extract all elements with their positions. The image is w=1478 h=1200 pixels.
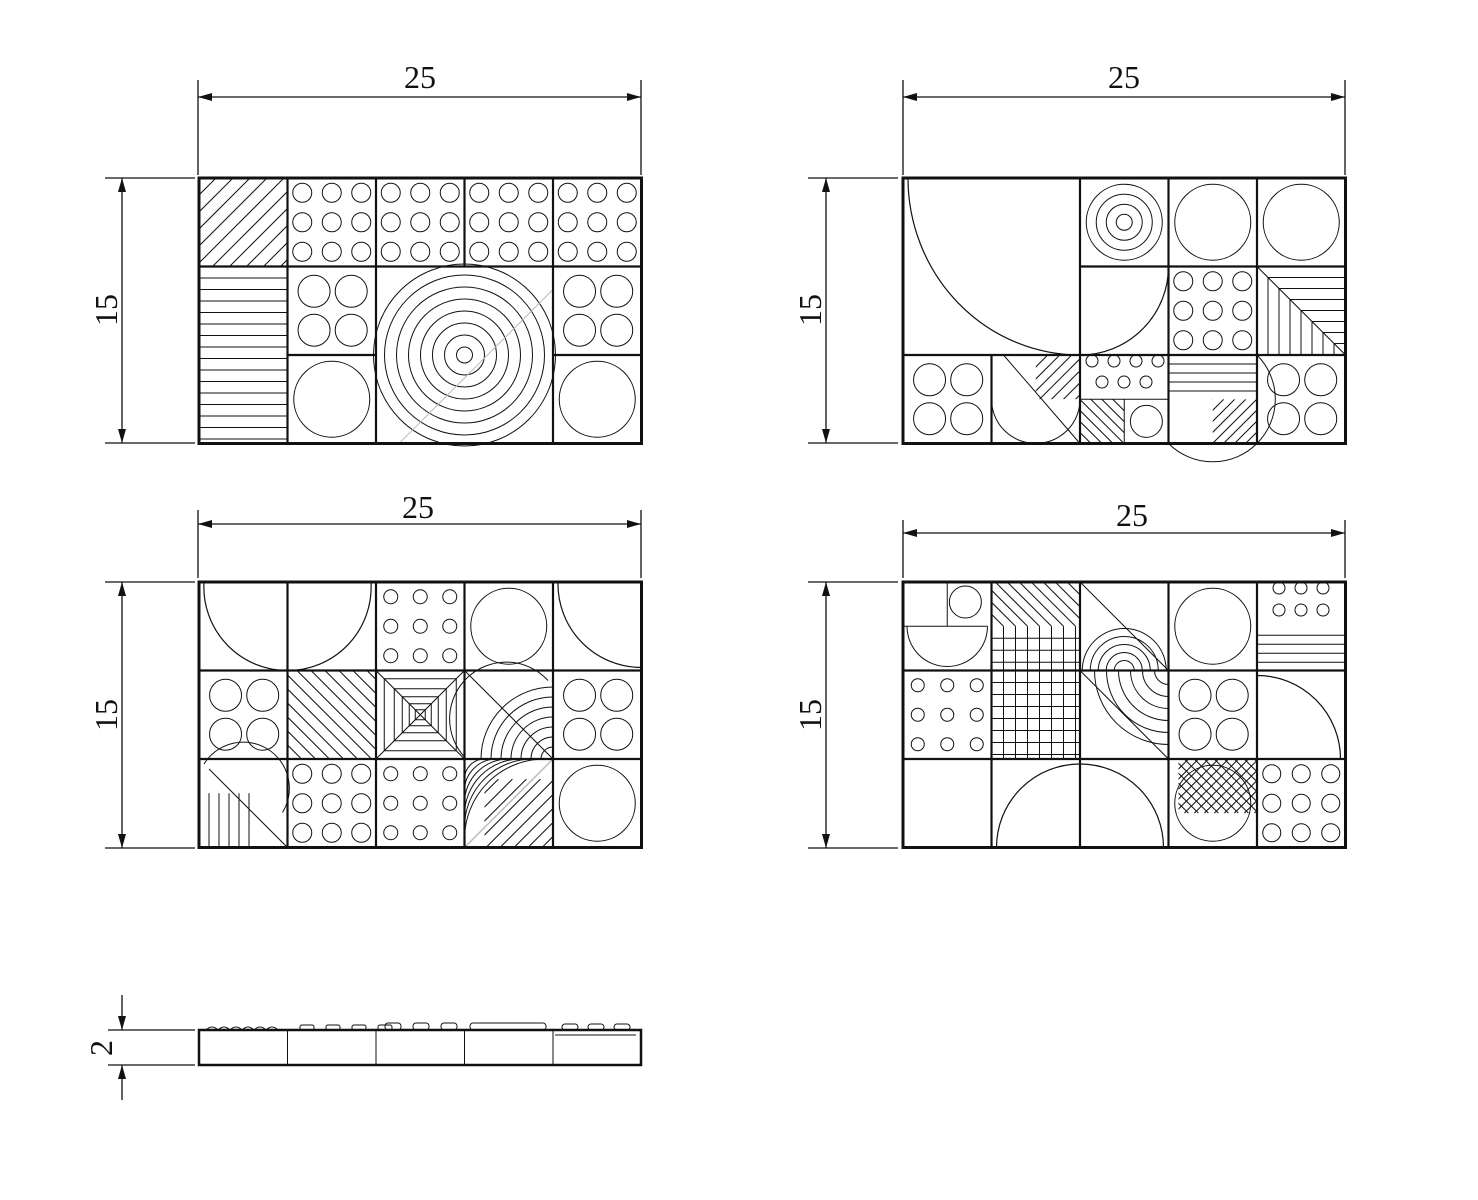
crosshatch	[1178, 759, 1257, 814]
horizontal-hatch	[1257, 634, 1346, 663]
height-label: 15	[792, 699, 828, 731]
panel-outline	[901, 580, 1347, 849]
dot-grid	[557, 182, 637, 262]
quad-circles	[209, 678, 634, 751]
tile-panel-top-right	[901, 176, 1347, 463]
horizontal-hatch	[991, 637, 1080, 663]
height-label: 15	[88, 294, 124, 326]
relief-bumps	[205, 1022, 631, 1031]
hatch	[484, 779, 553, 848]
hatch	[376, 266, 553, 444]
vertical-hatch	[1003, 626, 1076, 671]
horizontal-hatch	[991, 682, 1080, 755]
dimension-height-top-right	[808, 177, 898, 444]
dimension-thickness-side-view	[108, 995, 195, 1100]
dot-grid	[383, 766, 458, 841]
dot-grid	[910, 678, 984, 752]
tile-panel-bottom-left	[197, 580, 643, 849]
concentric-rings	[1085, 183, 1163, 261]
dot-grid	[292, 763, 372, 843]
hatch	[199, 178, 288, 267]
hatch	[1035, 355, 1080, 400]
dimension-width-top-left	[197, 80, 642, 175]
width-label: 25	[404, 59, 436, 95]
small-dot-tile	[1272, 581, 1330, 617]
pyramid-tile	[375, 670, 465, 760]
hatch	[1178, 759, 1257, 814]
hatch	[287, 670, 376, 759]
dot-grid	[292, 182, 372, 262]
dot-grid	[469, 182, 549, 262]
hatch	[1080, 399, 1125, 444]
panel-outline	[197, 176, 643, 445]
horizontal-hatch	[1168, 363, 1257, 392]
concentric-arcs	[1094, 670, 1169, 745]
side-elevation-view	[197, 1022, 643, 1067]
vertical-hatch	[208, 793, 250, 848]
dot-grid	[1173, 271, 1253, 351]
dot-grid	[383, 589, 458, 664]
quad-circles	[297, 274, 634, 347]
stepped-hatch-tile	[1256, 266, 1346, 356]
height-label: 15	[792, 294, 828, 326]
dimension-height-bottom-right	[808, 581, 898, 849]
dimension-height-bottom-left	[105, 581, 195, 849]
horizontal-hatch	[199, 277, 288, 440]
dot-grid	[380, 182, 460, 262]
dimension-width-top-right	[902, 80, 1346, 175]
quad-circles	[1178, 678, 1249, 751]
width-label: 25	[1108, 59, 1140, 95]
dimension-width-bottom-left	[197, 510, 642, 578]
width-label: 25	[402, 489, 434, 525]
panel-outline	[901, 176, 1347, 445]
panel-outline	[197, 580, 643, 849]
width-label: 25	[1116, 497, 1148, 533]
quad-circles	[913, 363, 1338, 436]
dimension-height-top-left	[105, 177, 195, 444]
hatch	[991, 582, 1080, 627]
height-label: 15	[88, 699, 124, 731]
concentric-rings	[373, 263, 556, 447]
thickness-label: 2	[83, 1040, 119, 1056]
dimension-width-bottom-right	[902, 520, 1346, 578]
small-dot-tile	[1085, 354, 1165, 438]
concentric-arcs	[464, 758, 545, 840]
vertical-hatch	[1003, 670, 1076, 759]
tile-panel-top-left	[197, 176, 643, 447]
tile-panel-bottom-right	[901, 580, 1347, 849]
dot-grid	[1262, 764, 1341, 843]
concentric-arcs	[1081, 628, 1167, 671]
